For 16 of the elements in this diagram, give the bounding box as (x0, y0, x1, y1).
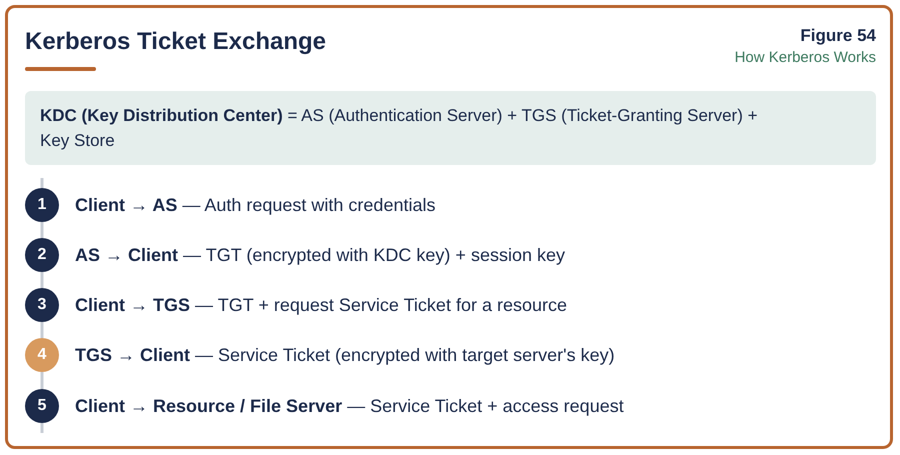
timeline-line (40, 322, 44, 338)
step-description: Client → Resource / File Server — Service Ticket + access request (75, 395, 624, 418)
step-description: Client → TGS — TGT + request Service Ticket for a resource (75, 294, 567, 317)
step-description: AS → Client — TGT (encrypted with KDC key) + session key (75, 244, 565, 267)
timeline-line (40, 372, 44, 389)
definition-text: KDC (Key Distribution Center) = AS (Authentication Server) + TGS (Ticket-Granting Server) + Key Store (40, 105, 759, 152)
timeline-line (40, 423, 44, 433)
step-description: Client → AS — Auth request with credentials (75, 194, 436, 217)
timeline-line (40, 272, 44, 288)
figure-subtitle: How Kerberos Works (734, 48, 876, 67)
timeline-line (40, 178, 44, 188)
step-description: TGS → Client — Service Ticket (encrypted with target server's key) (75, 344, 615, 367)
definition-band (25, 91, 876, 165)
timeline-line (40, 222, 44, 238)
title: Kerberos Ticket Exchange (25, 27, 326, 56)
figure-number: Figure 54 (800, 25, 876, 46)
